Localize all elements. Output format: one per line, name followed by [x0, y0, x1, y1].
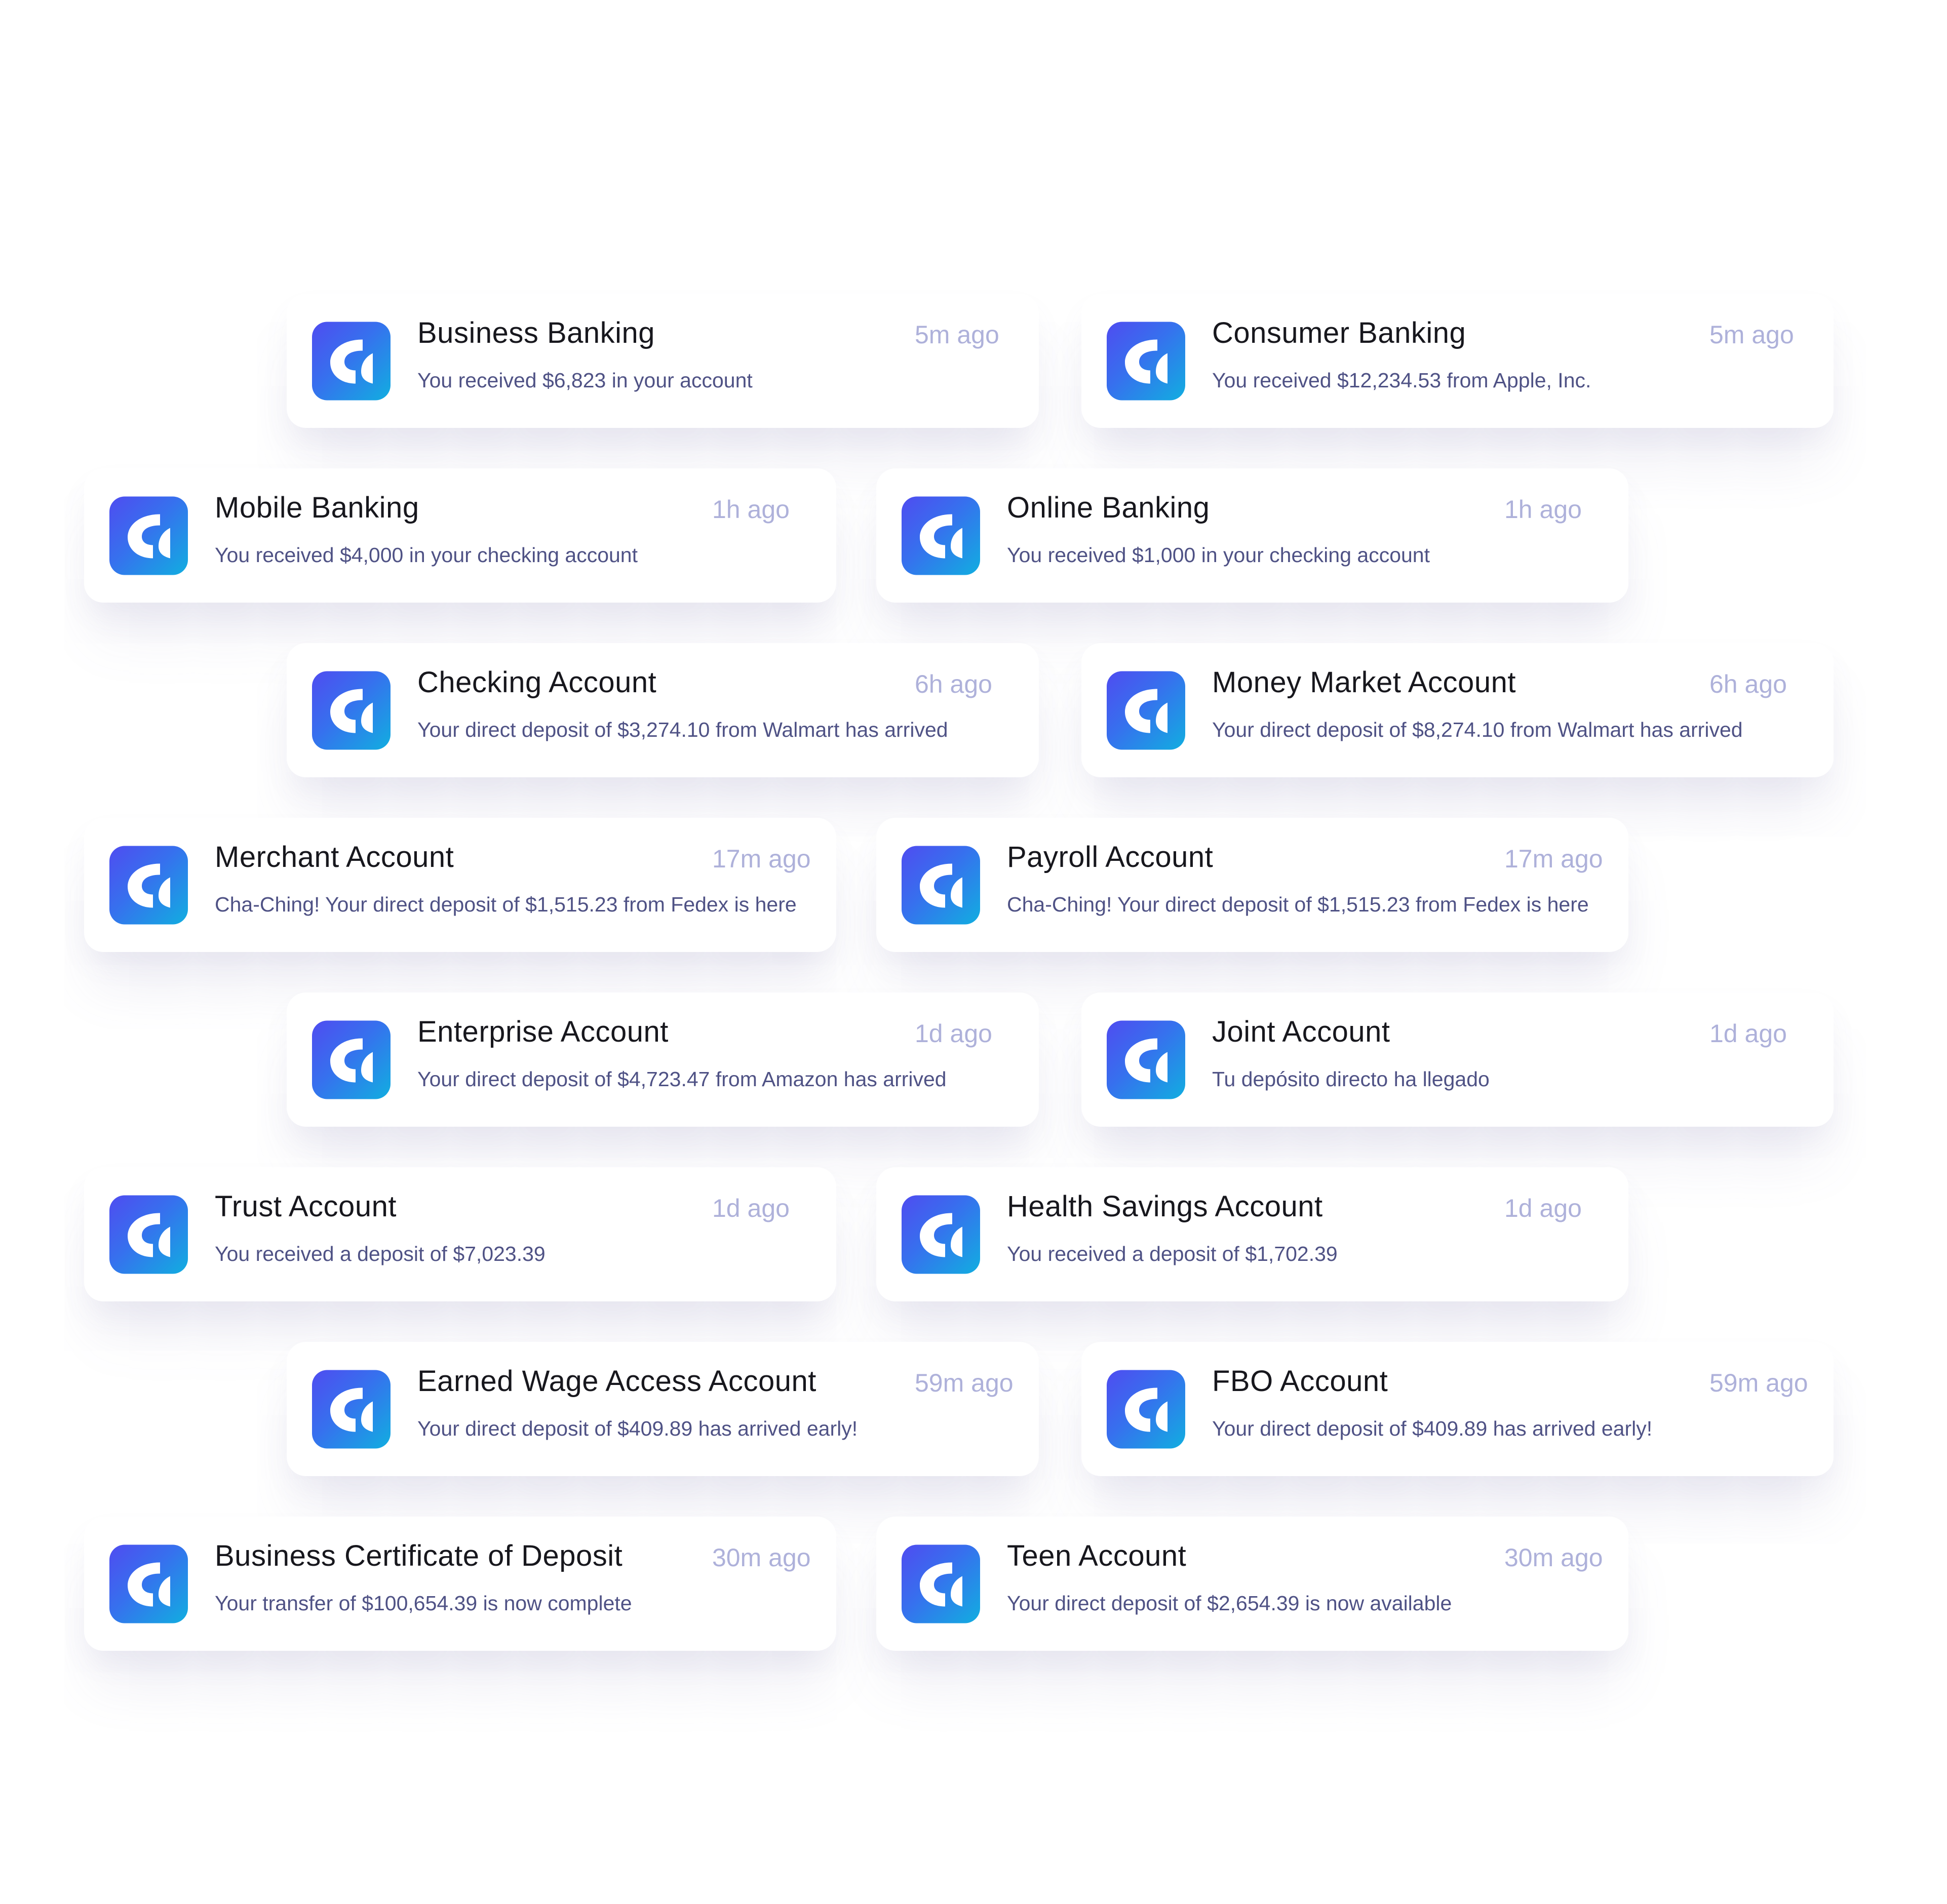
notification-title: Health Savings Account — [1007, 1190, 1323, 1223]
notification-title: Payroll Account — [1007, 841, 1214, 874]
notification-card[interactable]: Mobile Banking 1h ago You received $4,00… — [84, 468, 836, 603]
notification-card[interactable]: Checking Account 6h ago Your direct depo… — [287, 643, 1039, 777]
notification-title: Business Certificate of Deposit — [215, 1539, 623, 1572]
app-logo-icon — [1107, 1370, 1185, 1448]
notification-card[interactable]: Earned Wage Access Account 59m ago Your … — [287, 1342, 1039, 1476]
notification-card[interactable]: Teen Account 30m ago Your direct deposit… — [876, 1517, 1628, 1651]
notification-time: 5m ago — [915, 321, 999, 349]
notification-card[interactable]: Health Savings Account 1d ago You receiv… — [876, 1167, 1628, 1301]
notification-message: You received a deposit of $7,023.39 — [215, 1242, 546, 1265]
notification-message: You received $12,234.53 from Apple, Inc. — [1212, 369, 1591, 392]
app-logo-icon — [902, 1544, 980, 1623]
notification-time: 1d ago — [712, 1194, 790, 1222]
notification-time: 30m ago — [1504, 1543, 1603, 1572]
notification-message: Cha-Ching! Your direct deposit of $1,515… — [1007, 893, 1589, 916]
notification-card[interactable]: Business Certificate of Deposit 30m ago … — [84, 1517, 836, 1651]
notification-time: 17m ago — [712, 845, 811, 873]
notification-time: 1d ago — [1709, 1019, 1787, 1048]
notification-title: Online Banking — [1007, 491, 1210, 524]
notification-title: Teen Account — [1007, 1539, 1187, 1572]
notification-card[interactable]: FBO Account 59m ago Your direct deposit … — [1081, 1342, 1834, 1476]
notification-message: You received $4,000 in your checking acc… — [215, 543, 638, 567]
notification-message: Your direct deposit of $4,723.47 from Am… — [417, 1067, 947, 1091]
notification-time: 30m ago — [712, 1543, 811, 1572]
notification-message: Your direct deposit of $3,274.10 from Wa… — [417, 718, 948, 741]
app-logo-icon — [1107, 322, 1185, 400]
notification-title: Consumer Banking — [1212, 316, 1466, 349]
notification-message: Your direct deposit of $8,274.10 from Wa… — [1212, 718, 1743, 741]
notification-card[interactable]: Enterprise Account 1d ago Your direct de… — [287, 993, 1039, 1127]
notification-title: Joint Account — [1212, 1015, 1390, 1048]
notification-title: FBO Account — [1212, 1365, 1388, 1398]
notification-time: 6h ago — [915, 670, 992, 698]
notification-time: 1h ago — [712, 495, 790, 524]
notification-time: 59m ago — [1709, 1369, 1808, 1397]
app-logo-icon — [902, 1195, 980, 1274]
notification-card[interactable]: Online Banking 1h ago You received $1,00… — [876, 468, 1628, 603]
app-logo-icon — [312, 322, 391, 400]
notification-time: 6h ago — [1709, 670, 1787, 698]
notification-title: Earned Wage Access Account — [417, 1365, 816, 1398]
notification-card[interactable]: Consumer Banking 5m ago You received $12… — [1081, 294, 1834, 428]
notification-title: Mobile Banking — [215, 491, 419, 524]
notification-card[interactable]: Joint Account 1d ago Tu depósito directo… — [1081, 993, 1834, 1127]
notification-card[interactable]: Business Banking 5m ago You received $6,… — [287, 294, 1039, 428]
notification-time: 1h ago — [1504, 495, 1582, 524]
app-logo-icon — [1107, 671, 1185, 749]
app-logo-icon — [312, 1370, 391, 1448]
notification-title: Business Banking — [417, 316, 655, 349]
app-logo-icon — [109, 1544, 188, 1623]
notification-message: Your direct deposit of $2,654.39 is now … — [1007, 1592, 1452, 1615]
app-logo-icon — [109, 846, 188, 924]
notification-message: You received $1,000 in your checking acc… — [1007, 543, 1430, 567]
notification-title: Money Market Account — [1212, 666, 1516, 699]
notification-title: Enterprise Account — [417, 1015, 669, 1048]
app-logo-icon — [1107, 1020, 1185, 1099]
app-logo-icon — [902, 846, 980, 924]
notification-time: 1d ago — [1504, 1194, 1582, 1222]
notification-message: Cha-Ching! Your direct deposit of $1,515… — [215, 893, 797, 916]
notification-message: Your direct deposit of $409.89 has arriv… — [1212, 1417, 1653, 1440]
notification-card[interactable]: Merchant Account 17m ago Cha-Ching! Your… — [84, 818, 836, 952]
notification-time: 17m ago — [1504, 845, 1603, 873]
notification-time: 59m ago — [915, 1369, 1014, 1397]
notification-card[interactable]: Trust Account 1d ago You received a depo… — [84, 1167, 836, 1301]
notification-message: You received $6,823 in your account — [417, 369, 753, 392]
notification-message: Your direct deposit of $409.89 has arriv… — [417, 1417, 858, 1440]
app-logo-icon — [312, 1020, 391, 1099]
notification-title: Checking Account — [417, 666, 657, 699]
app-logo-icon — [312, 671, 391, 749]
app-logo-icon — [109, 496, 188, 575]
notification-card[interactable]: Money Market Account 6h ago Your direct … — [1081, 643, 1834, 777]
notification-message: Your transfer of $100,654.39 is now comp… — [215, 1592, 632, 1615]
notification-time: 1d ago — [915, 1019, 992, 1048]
notification-title: Trust Account — [215, 1190, 397, 1223]
notification-message: Tu depósito directo ha llegado — [1212, 1067, 1490, 1091]
notification-message: You received a deposit of $1,702.39 — [1007, 1242, 1338, 1265]
notification-time: 5m ago — [1709, 321, 1794, 349]
app-logo-icon — [109, 1195, 188, 1274]
notification-title: Merchant Account — [215, 841, 454, 874]
app-logo-icon — [902, 496, 980, 575]
notification-card[interactable]: Payroll Account 17m ago Cha-Ching! Your … — [876, 818, 1628, 952]
